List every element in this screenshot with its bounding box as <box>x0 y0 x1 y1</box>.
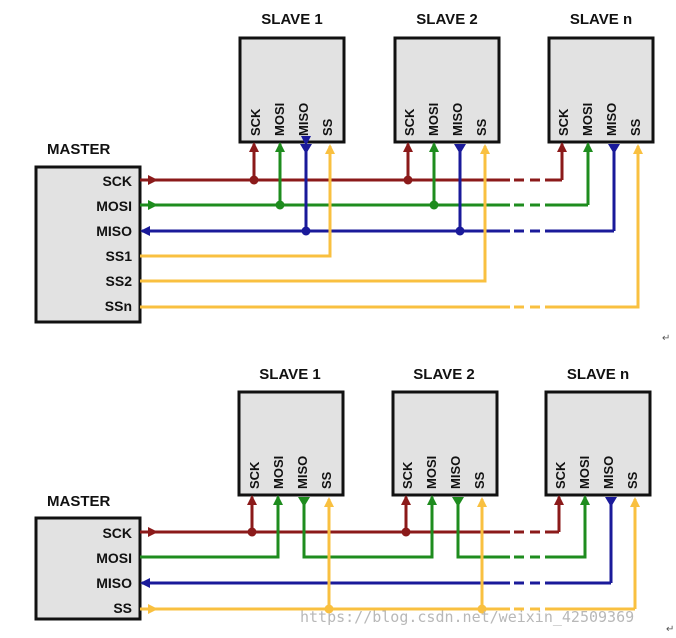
top-slave2-pin-sck: SCK <box>402 108 417 136</box>
bottom-sck-junction-1 <box>247 527 257 537</box>
top-slave2-pin-mosi: MOSI <box>426 103 441 136</box>
bottom-ss-wire <box>140 497 640 614</box>
top-slaven-box <box>547 36 655 144</box>
top-mosi-wire <box>140 142 593 210</box>
bottom-slaven-pin-mosi: MOSI <box>577 456 592 489</box>
top-sck-junction-2 <box>403 175 413 185</box>
bottom-master-pin-sck: SCK <box>102 525 132 541</box>
top-slaven-title: SLAVE n <box>570 11 632 28</box>
bottom-sck-junction-2 <box>401 527 411 537</box>
top-slave1-pin-ss: SS <box>320 118 335 136</box>
bottom-slaven-box <box>544 390 652 497</box>
bottom-mosi-chain <box>140 495 590 559</box>
top-mosi-junction-2 <box>429 200 439 210</box>
bottom-slave1-pin-sck: SCK <box>247 461 262 489</box>
top-miso-junction-1 <box>301 226 311 236</box>
top-mosi-junction-1 <box>275 200 285 210</box>
top-sck-wire <box>140 142 567 185</box>
bottom-slaven-pin-sck: SCK <box>553 461 568 489</box>
top-miso-arrow-2 <box>454 144 466 154</box>
bottom-master-title: MASTER <box>47 493 111 510</box>
bottom-slave2-pin-ss: SS <box>472 471 487 489</box>
bottom-slaven-pin-miso: MISO <box>601 456 616 489</box>
bottom-slave2-box <box>391 390 499 497</box>
top-slave2-pin-ss: SS <box>474 118 489 136</box>
paragraph-mark-2: ↵ <box>666 624 674 635</box>
bottom-slave2-pin-sck: SCK <box>400 461 415 489</box>
top-ss-wires <box>140 144 643 309</box>
top-slaven-pin-miso: MISO <box>604 103 619 136</box>
top-slave2-title: SLAVE 2 <box>416 11 477 28</box>
top-slave2-pin-miso: MISO <box>450 103 465 136</box>
bottom-slaven-miso-arrow <box>605 497 617 507</box>
bottom-slave2-miso-arrow <box>452 497 464 507</box>
top-master-box <box>34 165 142 324</box>
top-master-title: MASTER <box>47 141 111 158</box>
watermark-text: https://blog.csdn.net/weixin_42509369 <box>300 608 634 626</box>
bottom-ss-junction-1 <box>324 604 334 614</box>
top-miso-wire <box>140 136 616 236</box>
bottom-ss-junction-2 <box>477 604 487 614</box>
top-slave1-pin-miso: MISO <box>296 103 311 136</box>
bottom-slave1-pin-ss: SS <box>319 471 334 489</box>
bottom-slave1-miso-arrow <box>298 497 310 507</box>
top-miso-junction-2 <box>455 226 465 236</box>
top-miso-arrow-1 <box>300 144 312 154</box>
bottom-master-pin-mosi: MOSI <box>96 550 132 566</box>
bottom-master-pin-ss: SS <box>113 600 132 616</box>
bottom-slave1-box <box>237 390 345 497</box>
top-slave2-box <box>393 36 501 144</box>
top-slave1-pin-sck: SCK <box>248 108 263 136</box>
bottom-slaven-pin-ss: SS <box>625 471 640 489</box>
top-slaven-pin-sck: SCK <box>556 108 571 136</box>
bottom-slave1-title: SLAVE 1 <box>259 366 320 383</box>
bottom-miso-wire <box>140 497 613 588</box>
top-slave1-pin-mosi: MOSI <box>272 103 287 136</box>
bottom-slave1-pin-mosi: MOSI <box>271 456 286 489</box>
top-miso-arrow-n <box>608 144 620 154</box>
bottom-sck-wire <box>140 495 564 537</box>
top-master-pin-ss2: SS2 <box>106 273 133 289</box>
top-slave1-box <box>238 36 346 144</box>
top-sck-junction-1 <box>249 175 259 185</box>
bottom-slave2-pin-miso: MISO <box>448 456 463 489</box>
top-master-pin-mosi: MOSI <box>96 198 132 214</box>
bottom-master-pin-miso: MISO <box>96 575 132 591</box>
bottom-slaven-title: SLAVE n <box>567 366 629 383</box>
bottom-slave2-title: SLAVE 2 <box>413 366 474 383</box>
bottom-diagram: SLAVE 1 SLAVE 2 SLAVE n SCK MOSI MISO SS… <box>34 366 652 621</box>
paragraph-mark-1: ↵ <box>662 333 670 344</box>
bottom-master-box <box>34 516 142 621</box>
top-slaven-pin-mosi: MOSI <box>580 103 595 136</box>
top-master-pin-ss1: SS1 <box>106 248 133 264</box>
top-master-pin-ssn: SSn <box>105 298 132 314</box>
bottom-slave2-pin-mosi: MOSI <box>424 456 439 489</box>
top-master-pin-miso: MISO <box>96 223 132 239</box>
top-diagram: SLAVE 1 SLAVE 2 SLAVE n SCK MOSI MISO SS… <box>34 11 655 324</box>
top-slaven-pin-ss: SS <box>628 118 643 136</box>
top-slave1-title: SLAVE 1 <box>261 11 322 28</box>
bottom-slave1-pin-miso: MISO <box>295 456 310 489</box>
top-master-pin-sck: SCK <box>102 173 132 189</box>
